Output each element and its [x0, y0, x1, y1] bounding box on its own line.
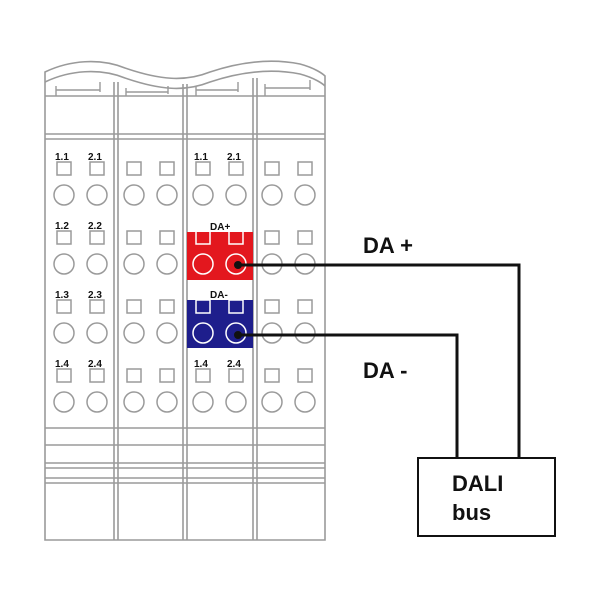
terminal-release-square: [126, 368, 142, 383]
terminal-release-square: [159, 161, 175, 176]
terminal-module: [44, 60, 326, 541]
terminal-release-square: [195, 230, 211, 245]
terminal-release-square: [56, 161, 72, 176]
terminal-wire-entry-circle: [53, 322, 75, 344]
terminal-release-square: [126, 161, 142, 176]
terminal-wire-entry-circle: [261, 184, 283, 206]
terminal-wire-entry-circle: [86, 253, 108, 275]
terminal-release-square: [56, 230, 72, 245]
wires: [238, 263, 521, 458]
module-top-wave: [44, 70, 326, 90]
dali-box-line1: DALI: [452, 471, 503, 496]
terminal-release-square: [126, 230, 142, 245]
terminal-release-square: [264, 299, 280, 314]
terminal-wire-entry-circle: [123, 184, 145, 206]
terminal-release-square: [297, 368, 313, 383]
terminal-wire-entry-circle: [294, 184, 316, 206]
terminal-release-square: [195, 368, 211, 383]
term-label-c3-r4-b: 2.4: [227, 359, 241, 370]
terminal-wire-entry-circle: [53, 184, 75, 206]
terminal-wire-entry-circle: [123, 253, 145, 275]
terminal-release-square: [195, 299, 211, 314]
terminal-number-labels: 1.1 2.1 1.2 2.2 1.3 2.3 1.4 2.4 1.1 2.1 …: [55, 152, 241, 370]
terminal-wire-entry-circle: [294, 391, 316, 413]
terminal-wire-entry-circle: [261, 322, 283, 344]
terminal-release-square: [228, 230, 244, 245]
terminal-release-square: [89, 161, 105, 176]
terminal-release-square: [264, 161, 280, 176]
term-label-c1-r2-b: 2.2: [88, 221, 102, 232]
terminal-wire-entry-circle: [123, 391, 145, 413]
terminal-wire-entry-circle: [225, 184, 247, 206]
terminal-release-square: [159, 230, 175, 245]
da-plus-wire: [238, 263, 521, 458]
da-minus-wire-label: DA -: [363, 358, 407, 383]
terminal-release-square: [89, 299, 105, 314]
term-label-c3-r1-b: 2.1: [227, 152, 241, 163]
dali-bus-box: [417, 457, 556, 537]
terminal-release-square: [195, 161, 211, 176]
da-plus-wire-label: DA +: [363, 233, 413, 258]
terminal-wire-entry-circle: [156, 391, 178, 413]
terminal-wire-entry-circle: [294, 322, 316, 344]
terminal-release-square: [126, 299, 142, 314]
terminal-release-square: [297, 230, 313, 245]
release-hook-4: [264, 80, 311, 96]
terminal-release-square: [297, 161, 313, 176]
release-hooks: [55, 80, 311, 96]
da-plus-wire-terminal-dot: [234, 261, 242, 269]
terminal-wire-entry-circle: [192, 322, 214, 344]
terminal-wire-entry-circle: [53, 253, 75, 275]
da-minus-wire: [238, 333, 459, 458]
term-label-c3-r1-a: 1.1: [194, 152, 208, 163]
term-label-c1-r4-a: 1.4: [55, 359, 69, 370]
term-label-c1-r3-b: 2.3: [88, 290, 102, 301]
terminal-wire-entry-circle: [123, 322, 145, 344]
da-minus-wire-terminal-dot: [234, 331, 242, 339]
terminal-release-square: [264, 230, 280, 245]
terminal-release-square: [297, 299, 313, 314]
terminal-release-square: [228, 161, 244, 176]
terminal-wire-entry-circle: [86, 322, 108, 344]
terminal-release-square: [159, 299, 175, 314]
terminal-wire-entry-circle: [261, 391, 283, 413]
terminal-release-square: [89, 230, 105, 245]
module-outline: [44, 60, 326, 541]
term-label-c3-r4-a: 1.4: [194, 359, 208, 370]
terminal-wire-entry-circle: [53, 391, 75, 413]
term-label-c1-r4-b: 2.4: [88, 359, 102, 370]
terminal-release-square: [56, 368, 72, 383]
release-hook-3: [195, 82, 239, 96]
terminal-wire-entry-circle: [156, 184, 178, 206]
release-hook-1: [55, 82, 101, 96]
terminal-release-square: [159, 368, 175, 383]
terminal-release-square: [228, 299, 244, 314]
release-hook-2: [125, 86, 169, 96]
terminal-wire-entry-circle: [192, 253, 214, 275]
terminal-wire-entry-circle: [86, 391, 108, 413]
terminal-release-square: [56, 299, 72, 314]
terminal-wire-entry-circle: [86, 184, 108, 206]
terminal-wire-entry-circle: [225, 391, 247, 413]
term-label-c1-r3-a: 1.3: [55, 290, 69, 301]
terminal-wire-entry-circle: [156, 253, 178, 275]
terminal-release-square: [264, 368, 280, 383]
terminal-wire-entry-circle: [192, 184, 214, 206]
terminal-release-square: [89, 368, 105, 383]
term-label-c1-r1-a: 1.1: [55, 152, 69, 163]
terminal-groups: [53, 161, 316, 413]
term-label-c1-r2-a: 1.2: [55, 221, 69, 232]
terminal-wire-entry-circle: [225, 322, 247, 344]
da-plus-band-label: DA+: [210, 222, 230, 233]
terminal-wire-entry-circle: [192, 391, 214, 413]
dali-box-line2: bus: [452, 500, 491, 525]
term-label-c1-r1-b: 2.1: [88, 152, 102, 163]
terminal-release-square: [228, 368, 244, 383]
terminal-wire-entry-circle: [156, 322, 178, 344]
da-minus-band-label: DA-: [210, 290, 228, 301]
